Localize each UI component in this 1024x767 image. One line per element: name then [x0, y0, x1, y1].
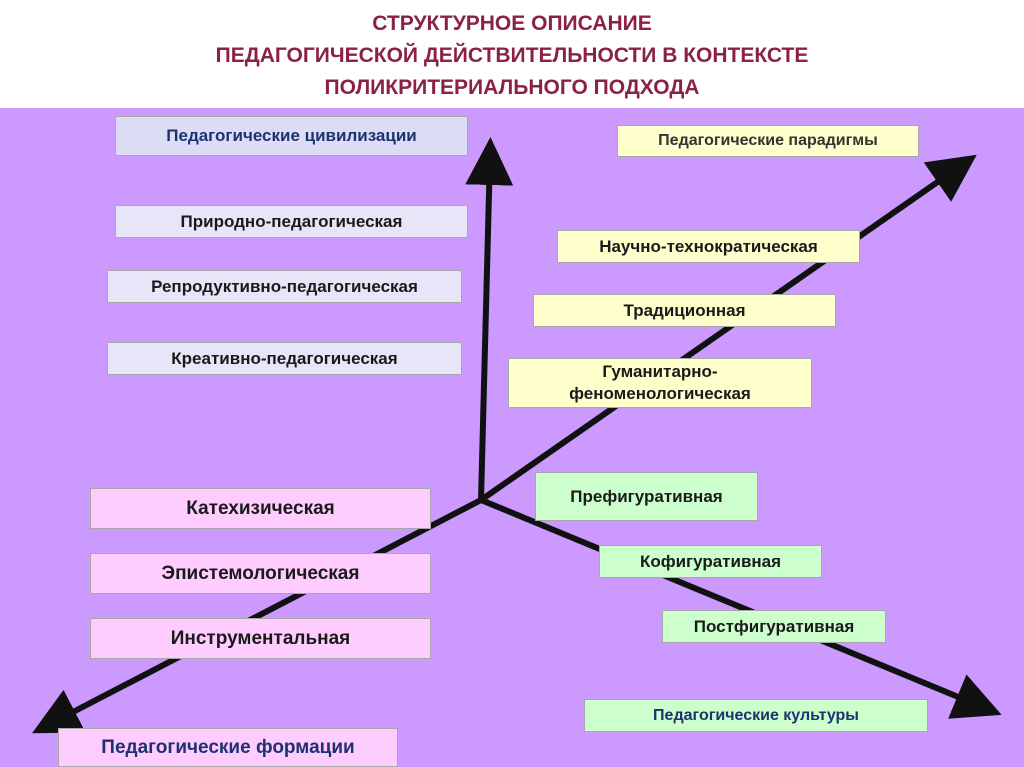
diagonal-axis-down	[32, 497, 483, 734]
civilization-item-3: Креативно-педагогическая	[107, 342, 462, 375]
paradigms-heading: Педагогические парадигмы	[617, 125, 919, 157]
cultures-heading: Педагогические культуры	[584, 699, 928, 732]
title-line-2: ПЕДАГОГИЧЕСКОЙ ДЕЙСТВИТЕЛЬНОСТИ В КОНТЕК…	[215, 44, 809, 67]
title-line-3: ПОЛИКРИТЕРИАЛЬНОГО ПОДХОДА	[324, 76, 700, 99]
civilization-item-1: Природно-педагогическая	[115, 205, 468, 238]
paradigm-item-2: Традиционная	[533, 294, 836, 327]
vertical-axis	[465, 137, 514, 501]
diagonal-axis-right	[479, 497, 1002, 719]
formation-item-3: Инструментальная	[90, 618, 431, 659]
title-line-1: СТРУКТУРНОЕ ОПИСАНИЕ	[372, 12, 652, 35]
formation-item-2: Эпистемологическая	[90, 553, 431, 594]
culture-item-3: Постфигуративная	[662, 610, 886, 643]
paradigm-item-1: Научно-технократическая	[557, 230, 860, 263]
civilization-item-2: Репродуктивно-педагогическая	[107, 270, 462, 303]
formation-item-1: Катехизическая	[90, 488, 431, 529]
paradigm-item-3: Гуманитарно- феноменологическая	[508, 358, 812, 408]
civilizations-heading: Педагогические цивилизации	[115, 116, 468, 156]
culture-item-1: Префигуративная	[535, 472, 758, 521]
header: СТРУКТУРНОЕ ОПИСАНИЕ ПЕДАГОГИЧЕСКОЙ ДЕЙС…	[0, 0, 1024, 108]
diagonal-axis-up	[479, 154, 977, 503]
culture-item-2: Кофигуративная	[599, 545, 822, 578]
formations-heading: Педагогические формации	[58, 728, 398, 767]
